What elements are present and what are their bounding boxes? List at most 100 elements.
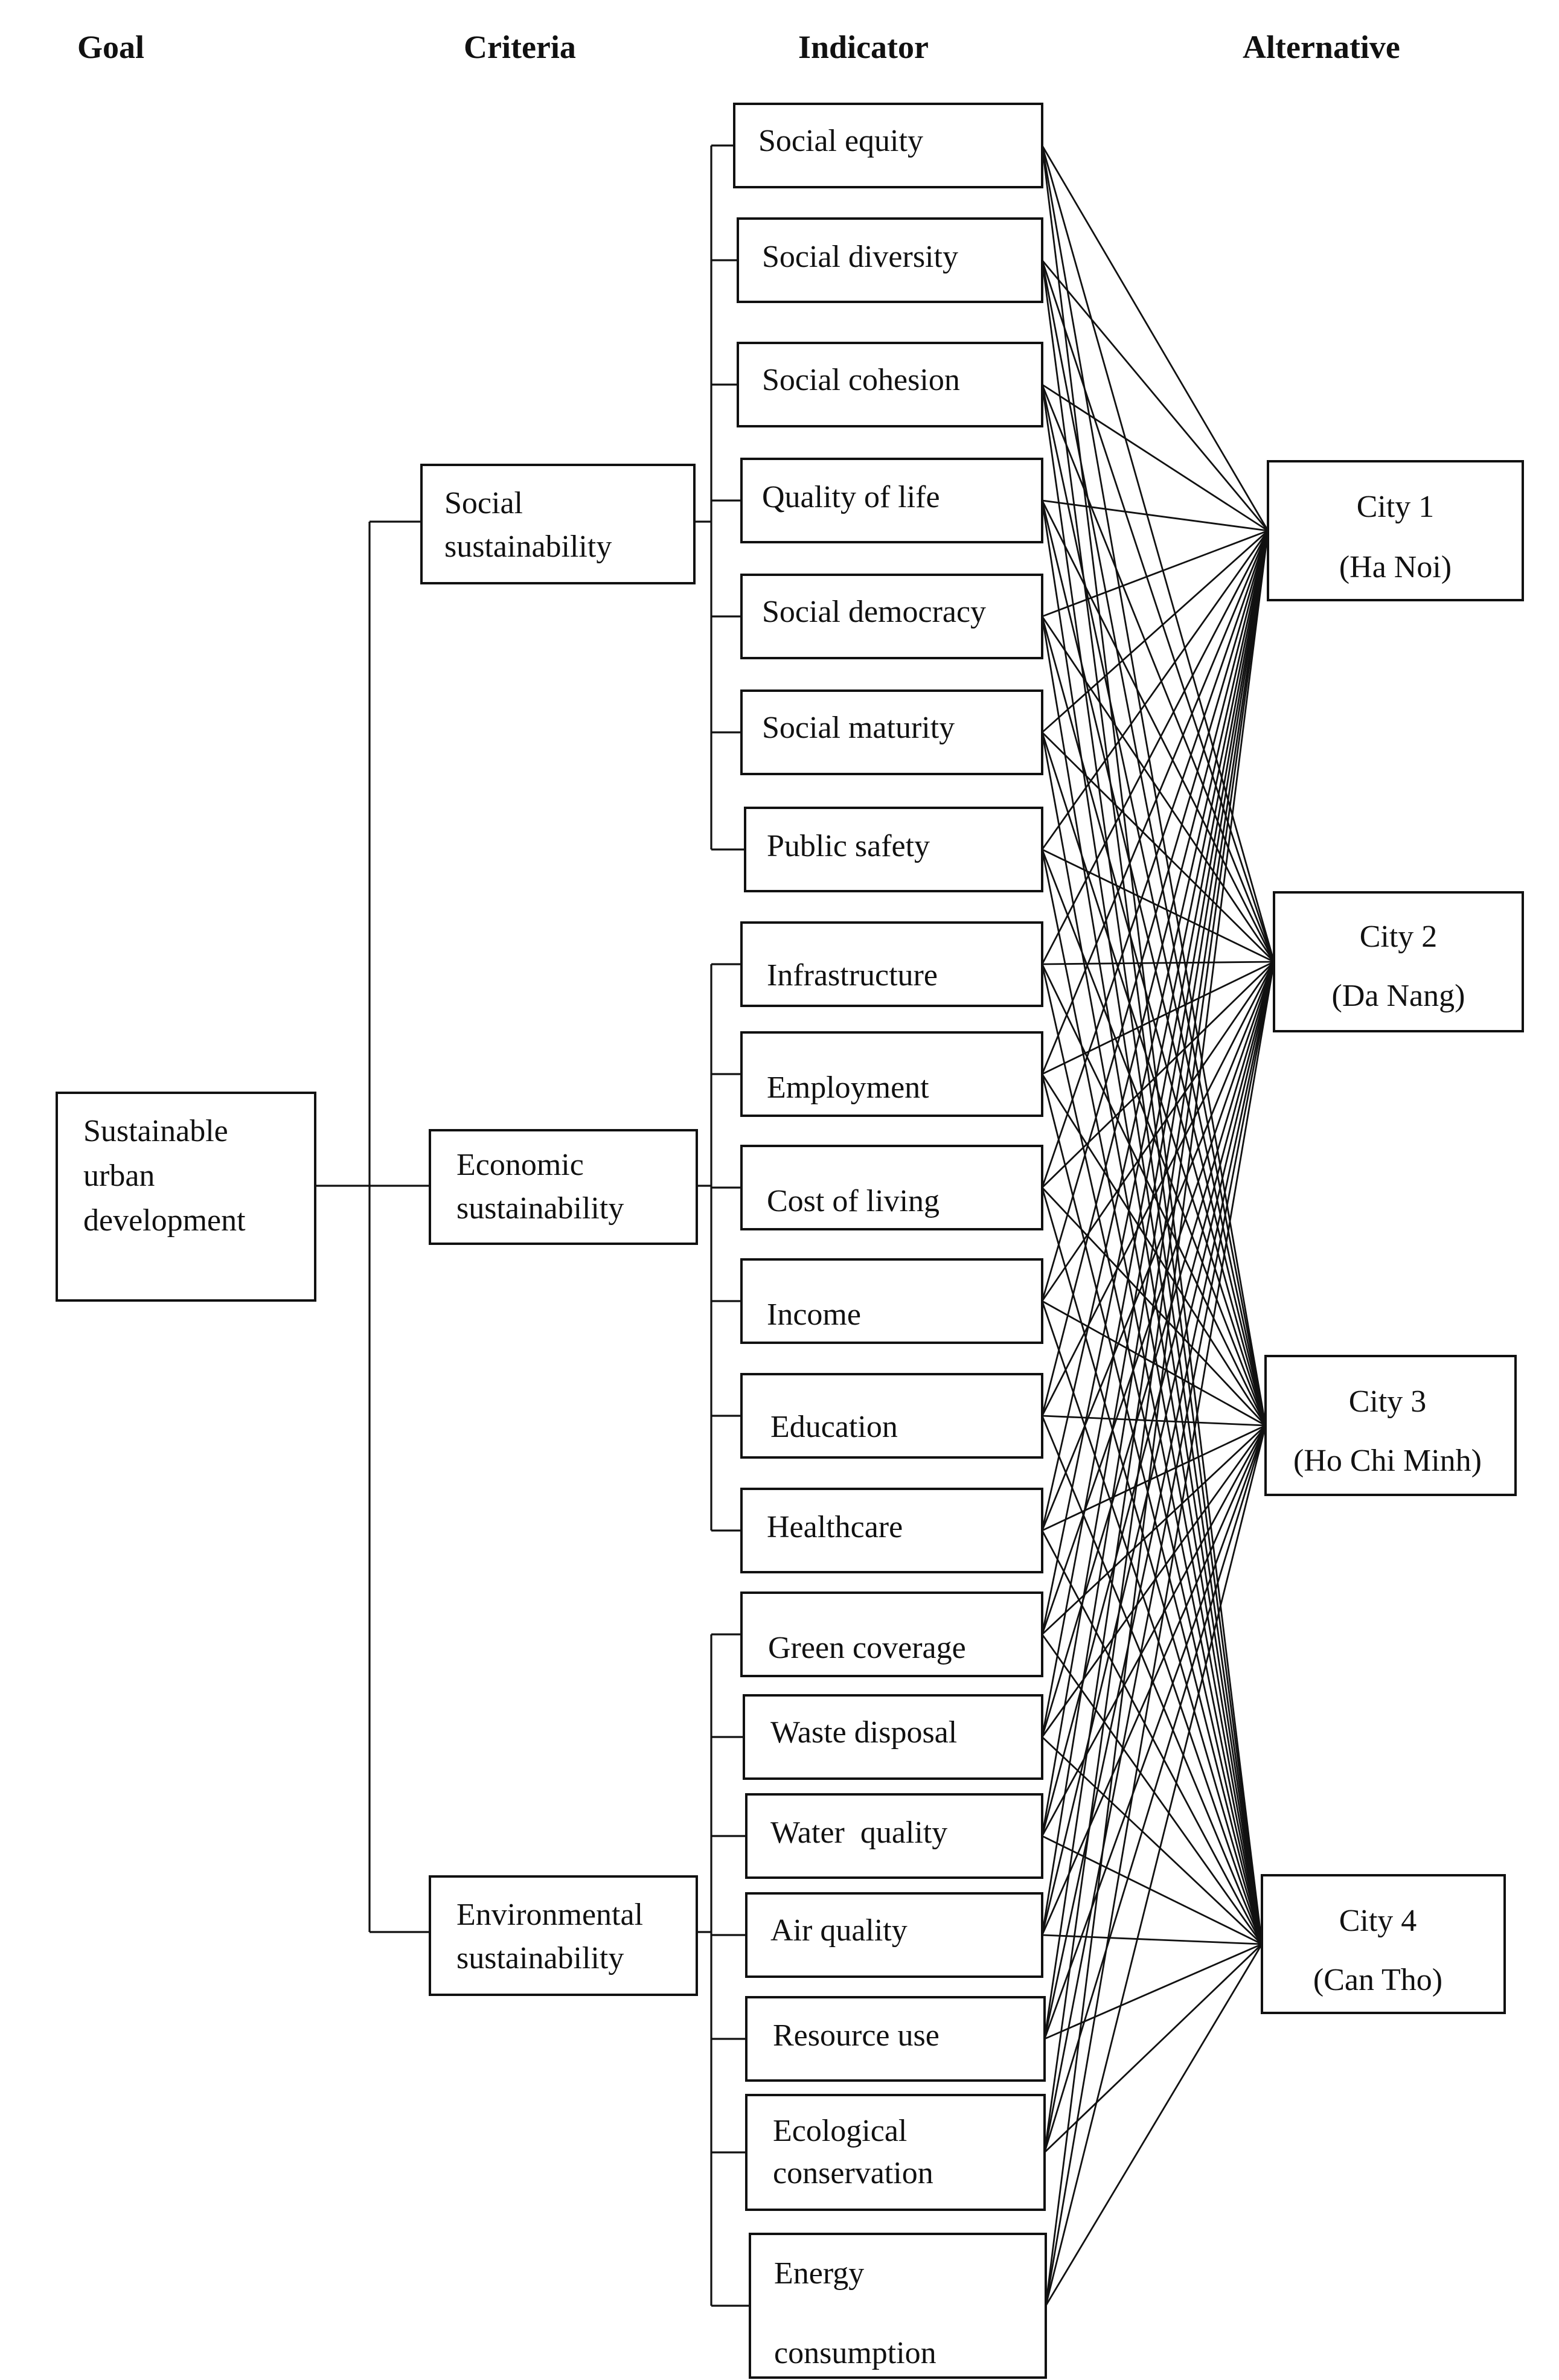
indicator-air-quality: Air quality [745,1892,1043,1978]
indicator-box [749,2233,1047,2379]
criterion-label-line: Social [444,486,523,520]
alternative-city-3: City 3 (Ho Chi Minh) [1264,1355,1517,1496]
indicator-alternative-line [1042,499,1269,532]
indicator-water-quality: Water quality [745,1793,1043,1879]
indicator-box [745,1892,1043,1978]
indicator-alternative-line [1041,961,1275,1531]
criterion-label: Social sustainability [444,486,612,564]
indicator-alternative-line [1043,961,1275,2039]
indicator-alternative-line [1041,616,1275,962]
indicator-education: Education [740,1373,1043,1459]
indicator-alternative-line [1043,1425,1267,2153]
indicator-alternative-line [1043,530,1269,2039]
indicator-alternative-line [1043,961,1275,2153]
indicator-box [733,103,1043,188]
indicator-alternative-line [1041,530,1269,1302]
indicator-box [740,1591,1043,1677]
indicator-alternative-line [1041,145,1267,1426]
indicator-label: Education [770,1410,898,1444]
indicator-alternative-line [1041,384,1275,962]
indicator-energy-consumption: Energy consumption [749,2233,1047,2379]
goal-box [56,1092,316,1302]
indicator-label-line: Ecological [773,2114,907,2148]
alternative-box [1261,1874,1506,2014]
indicator-alternative-line [1042,1424,1266,1636]
indicator-alternative-line [1041,1300,1263,1945]
indicator-alternative-line [1041,530,1269,1188]
indicator-box [737,217,1043,303]
alternative-city-1: City 1 (Ha Noi) [1267,460,1524,601]
indicator-alternative-line [1041,384,1263,1945]
goal-label-line: development [83,1203,246,1238]
indicator-label: Public safety [767,829,930,863]
alternative-header: Alternative [1243,29,1400,65]
indicator-alternative-line [1041,530,1269,1738]
indicator-social-equity: Social equity [733,103,1043,188]
indicator-label: Ecological conservation [773,2114,933,2190]
criterion-label-line: sustainability [456,1191,624,1226]
goal-label-line: Sustainable [83,1114,228,1148]
alternative-box [1264,1355,1517,1496]
indicator-alternative-line [1042,529,1269,734]
indicator-alternative-line [1041,530,1269,1075]
alternative-box [1273,891,1524,1032]
indicator-alternative-line [1044,1943,1263,2040]
alternative-city: (Da Nang) [1332,979,1465,1013]
indicator-alternative-line [1045,1943,1263,2306]
indicator-healthcare: Healthcare [740,1488,1043,1573]
goal-header: Goal [77,29,144,65]
indicator-label-line: conservation [773,2156,933,2190]
indicator-infrastructure: Infrastructure [740,921,1043,1007]
indicator-alternative-line [1041,260,1263,1945]
indicator-alternative-line [1042,1934,1263,1945]
alternative-city-4: City 4 (Can Tho) [1261,1874,1506,2014]
indicator-box [740,1488,1043,1573]
indicator-label: Social maturity [762,711,955,745]
indicator-label-line: Energy [774,2256,864,2291]
indicator-label: Resource use [773,2018,940,2053]
alternative-city: (Ha Noi) [1339,550,1452,584]
criterion-environmental: Environmental sustainability [429,1875,698,1996]
indicator-alternative-line [1042,732,1275,962]
indicator-alternative-connectors [1041,145,1275,2306]
indicator-alternative-line [1044,1943,1263,2154]
indicator-alternative-line [1041,384,1267,1426]
indicator-alternative-line [1042,1835,1263,1945]
indicator-alternative-line [1043,1425,1267,2039]
criterion-economic: Economic sustainability [429,1129,698,1245]
indicator-alternative-line [1042,961,1275,1189]
indicator-alternative-line [1041,961,1275,1302]
indicator-social-maturity: Social maturity [740,689,1043,775]
indicator-box [740,1373,1043,1459]
indicator-alternative-line [1041,500,1275,962]
indicator-alternative-line [1042,1424,1266,1532]
alternative-city: (Can Tho) [1313,1963,1442,1997]
indicator-alternative-line [1041,500,1263,1945]
indicator-label: Air quality [770,1913,908,1948]
indicator-alternative-line [1041,961,1275,1416]
indicator-alternative-line [1041,1073,1263,1945]
indicator-social-diversity: Social diversity [737,217,1043,303]
indicator-box [740,1031,1043,1117]
indicator-alternative-line [1041,530,1269,965]
criterion-label: Environmental sustainability [456,1898,651,1975]
indicator-label: Infrastructure [767,958,938,993]
indicator-alternative-line [1042,1415,1266,1427]
goal-node: Sustainable urban development [56,1092,316,1302]
indicator-label: Healthcare [767,1510,903,1544]
indicator-alternative-line [1041,530,1269,1936]
criterion-social: Social sustainability [420,464,696,584]
indicator-alternative-line [1041,260,1269,531]
indicator-alternative-line [1041,616,1263,1945]
indicator-alternative-line [1041,530,1269,1635]
indicator-alternative-line [1041,1425,1267,1936]
indicator-box [740,458,1043,543]
indicator-alternative-line [1041,530,1269,1416]
indicator-alternative-line [1041,961,1275,1936]
indicator-label: Social democracy [762,595,986,629]
indicator-label: Water quality [770,1815,947,1850]
indicator-box [740,1258,1043,1344]
indicator-income: Income [740,1258,1043,1344]
criterion-box [429,1875,698,1996]
indicator-label: Cost of living [767,1184,940,1218]
